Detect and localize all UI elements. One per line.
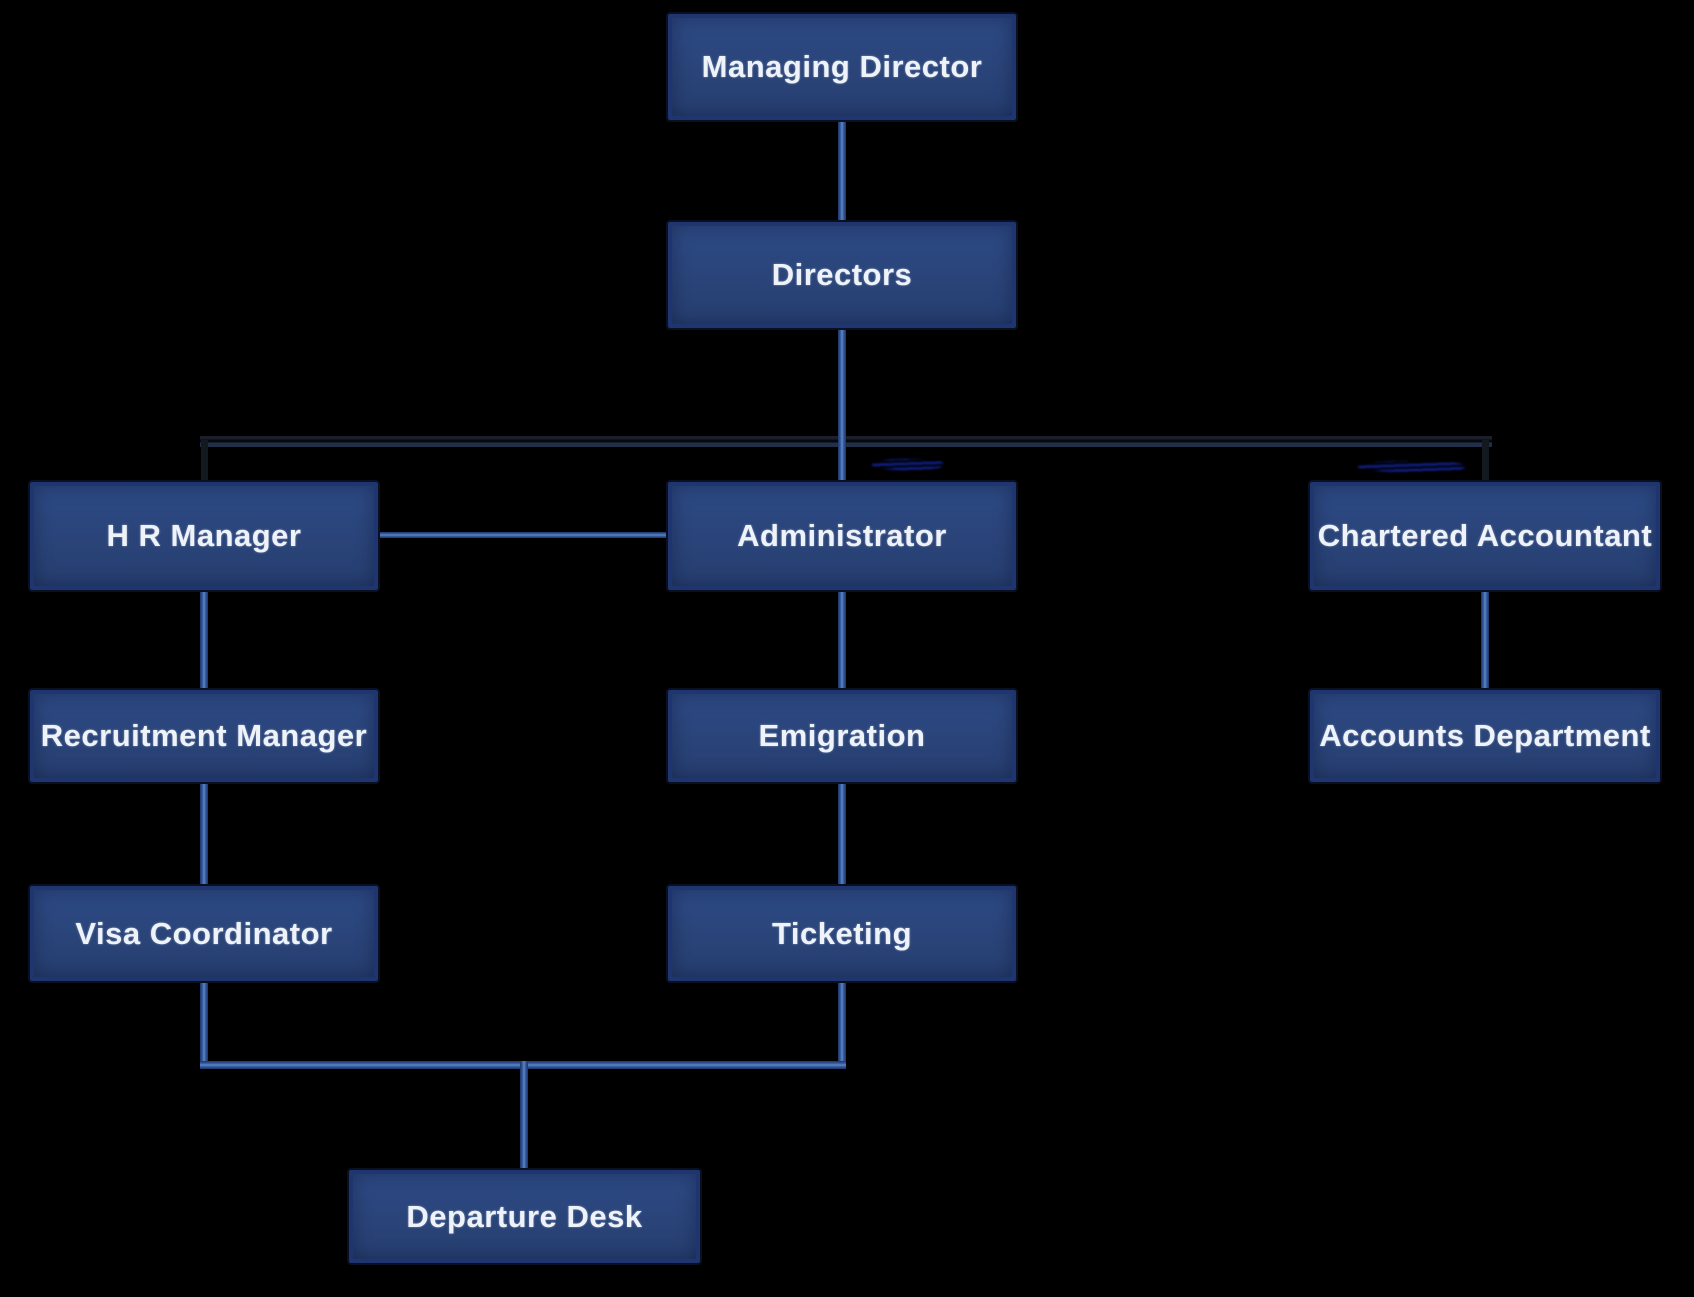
org-node-label-visa-coordinator: Visa Coordinator — [75, 915, 333, 951]
connector-hr-manager-recruitment-manager — [200, 588, 208, 692]
connector-emigration-ticketing — [838, 780, 846, 888]
org-node-label-administrator: Administrator — [737, 518, 947, 553]
org-node-label-recruitment-manager: Recruitment Manager — [40, 718, 368, 753]
connector-administrator-emigration — [838, 588, 846, 692]
org-node-label-directors: Directors — [771, 257, 913, 292]
org-node-label-departure-desk: Departure Desk — [406, 1198, 643, 1234]
artifact-squiggle — [1358, 461, 1466, 472]
org-node-accounts-department: Accounts Department — [1310, 690, 1660, 782]
org-node-label-chartered-accountant: Chartered Accountant — [1317, 518, 1653, 553]
org-node-emigration: Emigration — [668, 690, 1016, 782]
org-node-directors: Directors — [668, 222, 1016, 328]
connector-recruitment-manager-visa-coordinator — [200, 780, 208, 888]
connector-ticketing-merge — [838, 979, 846, 1069]
artifact-squiggle — [872, 459, 944, 470]
org-node-label-accounts-department: Accounts Department — [1319, 718, 1651, 753]
org-node-recruitment-manager: Recruitment Manager — [30, 690, 378, 782]
connector-hr-manager-administrator — [377, 532, 671, 538]
connector-visa-coordinator-merge — [200, 979, 208, 1069]
org-node-ticketing: Ticketing — [668, 886, 1016, 981]
org-node-administrator: Administrator — [668, 482, 1016, 590]
connector-directors-branch-line — [200, 436, 1492, 447]
org-node-departure-desk: Departure Desk — [349, 1170, 700, 1263]
org-node-managing-director: Managing Director — [668, 14, 1016, 120]
connector-branch-drop-hr-manager — [201, 440, 208, 484]
connector-branch-drop-chartered-accountant — [1482, 440, 1489, 484]
org-node-label-emigration: Emigration — [758, 718, 926, 753]
org-node-label-hr-manager: H R Manager — [106, 518, 302, 553]
org-node-hr-manager: H R Manager — [30, 482, 378, 590]
org-node-chartered-accountant: Chartered Accountant — [1310, 482, 1660, 590]
connector-managing-director-directors — [838, 118, 846, 224]
org-node-label-ticketing: Ticketing — [771, 915, 913, 951]
org-node-label-managing-director: Managing Director — [701, 49, 983, 84]
org-node-visa-coordinator: Visa Coordinator — [30, 886, 378, 981]
connector-directors-administrator — [838, 326, 846, 484]
connector-merge-departure-desk — [520, 1061, 528, 1171]
connector-chartered-accountant-accounts-department — [1481, 588, 1489, 692]
